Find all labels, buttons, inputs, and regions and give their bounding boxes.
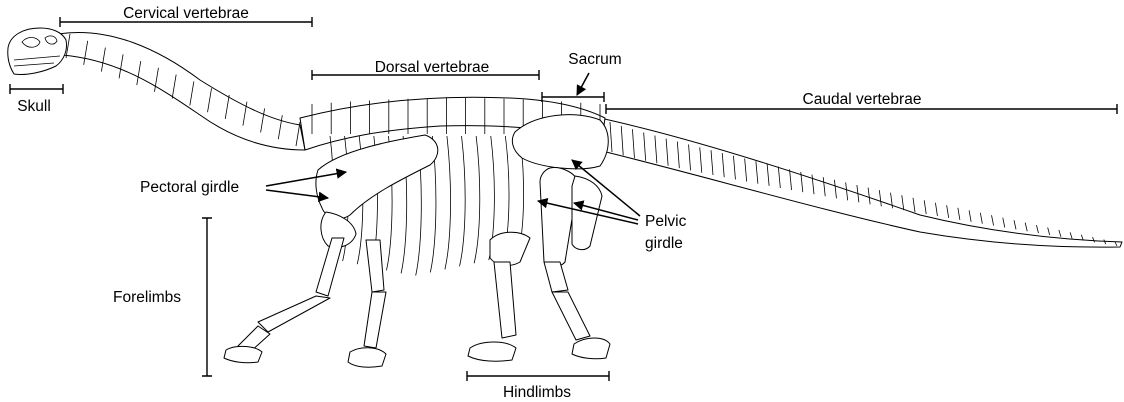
label-cervical: Cervical vertebrae — [123, 5, 249, 22]
tail-vertebra — [958, 208, 960, 220]
label-dorsal: Dorsal vertebrae — [375, 59, 490, 76]
forelimb-bones — [224, 238, 386, 367]
tail-vertebra — [902, 195, 904, 210]
sacrum-bracket — [542, 92, 604, 102]
tail-vertebra — [1036, 225, 1038, 233]
label-forelimbs: Forelimbs — [113, 289, 181, 306]
label-caudal: Caudal vertebrae — [803, 91, 922, 108]
tail-vertebra — [969, 210, 971, 222]
rib — [445, 136, 451, 269]
tail-vertebra — [992, 215, 994, 225]
sacrum-arrow — [577, 73, 589, 95]
tail-vertebra — [1070, 232, 1072, 238]
tail-vertebra — [1003, 218, 1005, 228]
forelimbs-bracket — [202, 218, 212, 376]
label-hindlimbs: Hindlimbs — [503, 384, 571, 401]
skeleton-illustration — [8, 28, 1122, 367]
tail-vertebra — [1048, 227, 1050, 234]
hindlimb-bones — [468, 232, 610, 361]
skull-bones — [8, 28, 67, 75]
tail-vertebra — [1059, 230, 1061, 237]
rib — [474, 136, 480, 263]
label-sacrum: Sacrum — [568, 51, 621, 68]
tail-vertebra — [1014, 220, 1016, 229]
hindlimbs-bracket — [467, 371, 609, 381]
label-pelvic-1: Pelvic — [645, 213, 687, 230]
tail-vertebra — [980, 213, 982, 224]
label-skull: Skull — [17, 98, 51, 115]
neck-bones — [58, 32, 305, 150]
skull-bracket — [10, 84, 63, 94]
tail-vertebra — [924, 200, 926, 214]
rib — [460, 136, 466, 266]
label-pelvic-2: girdle — [645, 235, 683, 252]
tail-vertebra — [1025, 223, 1027, 232]
label-pectoral: Pectoral girdle — [140, 179, 239, 196]
tail-vertebra — [935, 203, 937, 216]
tail-vertebra — [947, 205, 949, 218]
tail-vertebra — [913, 198, 915, 212]
